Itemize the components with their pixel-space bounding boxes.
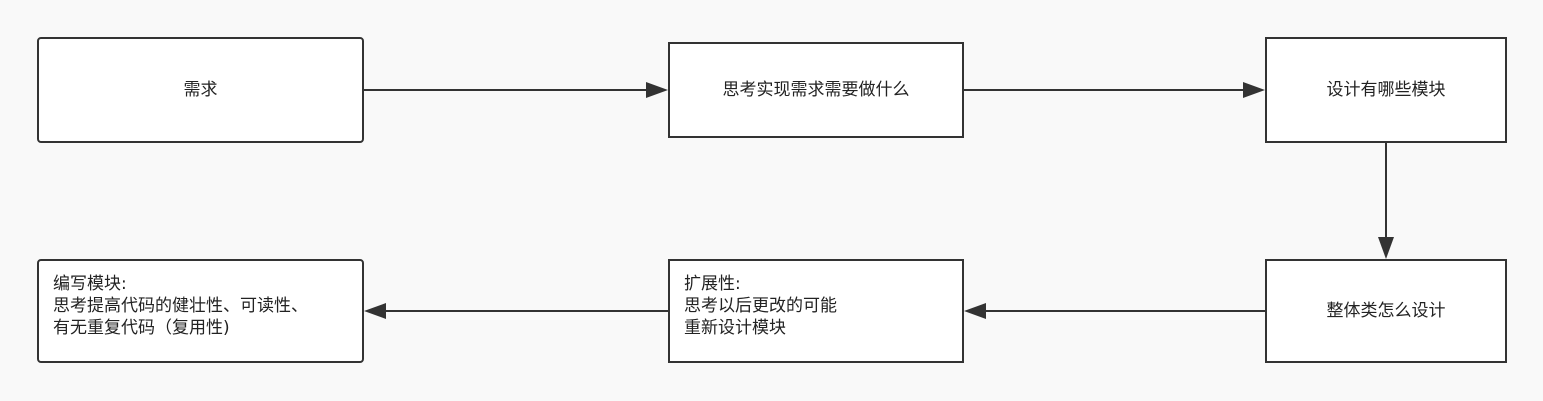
node-extensibility-line-2: 思考以后更改的可能 [684, 296, 837, 316]
node-requirement-label: 需求 [183, 80, 218, 100]
node-think-todo[interactable]: 思考实现需求需要做什么 [668, 42, 964, 138]
node-write-modules-title: 编写模块: [53, 274, 127, 294]
node-modules[interactable]: 设计有哪些模块 [1265, 37, 1507, 143]
arrowhead-to-modules [1243, 82, 1265, 98]
node-write-modules-line-3: 有无重复代码（复用性) [53, 318, 230, 338]
arrowhead-to-extensibility [964, 303, 986, 319]
node-extensibility-title: 扩展性: [684, 274, 741, 294]
node-extensibility[interactable]: 扩展性: 思考以后更改的可能 重新设计模块 [668, 259, 964, 363]
arrowhead-to-overall [1378, 237, 1394, 259]
arrowhead-to-write [364, 303, 386, 319]
node-requirement[interactable]: 需求 [37, 37, 364, 143]
node-modules-label: 设计有哪些模块 [1326, 80, 1446, 100]
node-overall-design-label: 整体类怎么设计 [1326, 301, 1446, 321]
node-overall-design[interactable]: 整体类怎么设计 [1265, 259, 1507, 363]
node-think-todo-label: 思考实现需求需要做什么 [722, 80, 910, 100]
node-write-modules[interactable]: 编写模块: 思考提高代码的健壮性、可读性、 有无重复代码（复用性) [37, 259, 364, 363]
node-write-modules-line-2: 思考提高代码的健壮性、可读性、 [53, 296, 308, 316]
node-extensibility-line-3: 重新设计模块 [684, 318, 786, 338]
arrowhead-to-think [646, 82, 668, 98]
